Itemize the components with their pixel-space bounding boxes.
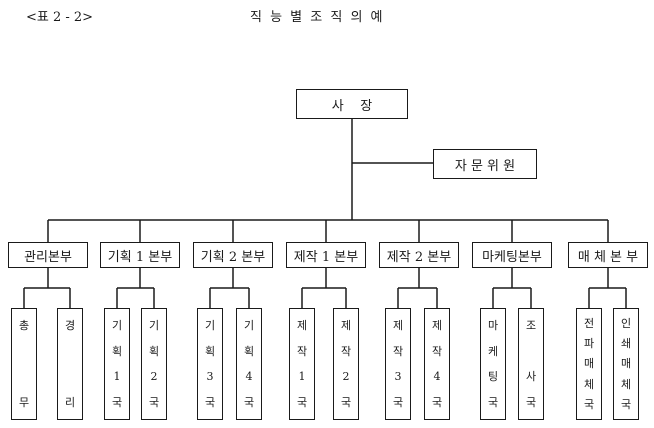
unit-char: 획 bbox=[148, 344, 160, 358]
unit-char: 1 bbox=[298, 370, 306, 384]
division-box: 제작 1 본부 bbox=[286, 242, 366, 268]
ceo-box: 사 장 bbox=[296, 89, 408, 119]
unit-char: 국 bbox=[525, 395, 537, 409]
unit-char: 국 bbox=[296, 395, 308, 409]
unit-char: 1 bbox=[113, 370, 121, 384]
division-box: 기획 2 본부 bbox=[193, 242, 273, 268]
unit-char: 쇄 bbox=[620, 337, 632, 351]
unit-char: 기 bbox=[111, 319, 123, 333]
unit-char: 2 bbox=[342, 370, 350, 384]
division-box: 기획 1 본부 bbox=[100, 242, 180, 268]
unit-char: 획 bbox=[243, 344, 255, 358]
unit-char: 작 bbox=[296, 344, 308, 358]
unit-char: 총 bbox=[18, 319, 30, 333]
chart-title: 직 능 별 조 직 의 예 bbox=[250, 10, 385, 25]
unit-char: 작 bbox=[340, 344, 352, 358]
unit-char: 기 bbox=[204, 319, 216, 333]
unit-char bbox=[529, 344, 533, 359]
unit-char: 4 bbox=[433, 370, 441, 384]
unit-char: 파 bbox=[583, 337, 595, 351]
unit-char: 국 bbox=[204, 395, 216, 409]
unit-char: 마 bbox=[487, 319, 499, 333]
unit-char: 국 bbox=[340, 395, 352, 409]
unit-char: 제 bbox=[392, 319, 404, 333]
unit-char: 기 bbox=[243, 319, 255, 333]
division-box: 마케팅본부 bbox=[472, 242, 552, 268]
unit-char: 국 bbox=[392, 395, 404, 409]
unit-char: 사 bbox=[525, 370, 537, 384]
unit-char bbox=[68, 344, 72, 359]
unit-box: 총 무 bbox=[11, 308, 37, 420]
unit-char: 인 bbox=[620, 316, 632, 330]
unit-char: 제 bbox=[296, 319, 308, 333]
unit-char: 국 bbox=[431, 395, 443, 409]
unit-char: 국 bbox=[583, 398, 595, 412]
unit-char: 국 bbox=[487, 395, 499, 409]
unit-char: 경 bbox=[64, 319, 76, 333]
unit-char: 매 bbox=[583, 357, 595, 371]
unit-char bbox=[22, 344, 26, 359]
division-box: 매 체 본 부 bbox=[568, 242, 648, 268]
unit-char: 3 bbox=[206, 370, 214, 384]
unit-char: 획 bbox=[204, 344, 216, 358]
unit-char: 3 bbox=[394, 370, 402, 384]
unit-char: 무 bbox=[18, 395, 30, 409]
unit-char: 조 bbox=[525, 319, 537, 333]
division-box: 제작 2 본부 bbox=[379, 242, 459, 268]
table-label: <표 2 - 2> bbox=[26, 10, 94, 25]
unit-char bbox=[22, 369, 26, 384]
unit-char: 4 bbox=[245, 370, 253, 384]
unit-char: 체 bbox=[583, 377, 595, 391]
unit-char: 체 bbox=[620, 377, 632, 391]
unit-char: 팅 bbox=[487, 370, 499, 384]
division-box: 관리본부 bbox=[8, 242, 88, 268]
unit-char: 국 bbox=[148, 395, 160, 409]
unit-char bbox=[68, 369, 72, 384]
unit-char: 제 bbox=[431, 319, 443, 333]
unit-char: 기 bbox=[148, 319, 160, 333]
unit-char: 리 bbox=[64, 395, 76, 409]
unit-char: 작 bbox=[392, 344, 404, 358]
unit-char: 획 bbox=[111, 344, 123, 358]
unit-box: 경 리 bbox=[57, 308, 83, 420]
unit-char: 국 bbox=[111, 395, 123, 409]
unit-char: 2 bbox=[150, 370, 158, 384]
advisory-committee-box: 자 문 위 원 bbox=[433, 149, 537, 179]
unit-char: 매 bbox=[620, 357, 632, 371]
unit-char: 국 bbox=[620, 398, 632, 412]
unit-char: 작 bbox=[431, 344, 443, 358]
unit-char: 케 bbox=[487, 344, 499, 358]
unit-char: 전 bbox=[583, 316, 595, 330]
unit-char: 국 bbox=[243, 395, 255, 409]
unit-char: 제 bbox=[340, 319, 352, 333]
